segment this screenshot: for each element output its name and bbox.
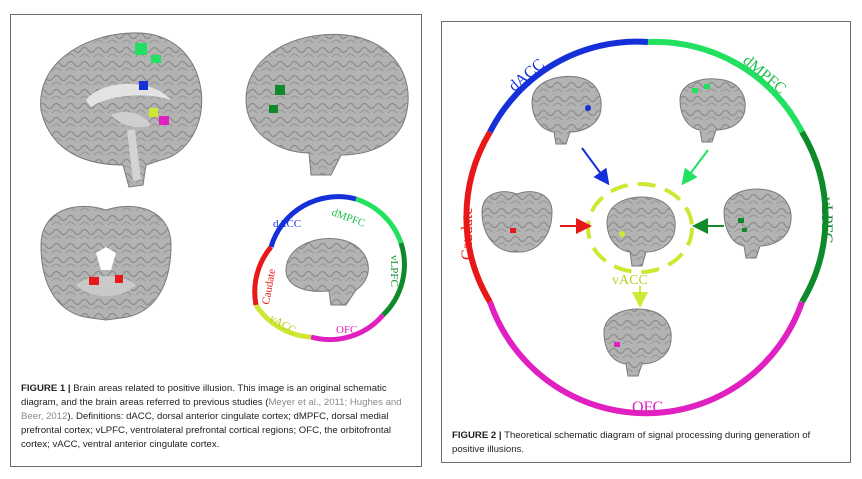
vlpfc-marker	[275, 85, 285, 95]
coronal-brain	[40, 205, 172, 321]
ring-label-ofc-2: OFC	[632, 399, 663, 416]
lateral-brain	[245, 33, 409, 176]
ring-label-dacc: dACC	[273, 218, 301, 230]
ofc-marker	[159, 116, 169, 125]
signal-ring	[463, 38, 829, 417]
brain-dmpfc	[679, 78, 746, 143]
ring-label-ofc: OFC	[336, 324, 357, 336]
arrow-dacc-to-vacc	[581, 147, 610, 186]
figure-2-illustration: dACC dMPFC vLPFC OFC Caudate	[459, 38, 835, 417]
brain-dacc	[531, 75, 602, 145]
figure-1-caption: FIGURE 1 | Brain areas related to positi…	[21, 382, 413, 452]
ring-label-vlpfc: vLPFC	[388, 255, 400, 287]
vacc-marker	[149, 108, 158, 117]
dmpfc-marker-medial-2	[151, 55, 161, 63]
figure-1-illustration: dACC dMPFC vLPFC OFC vACC Caudate	[40, 32, 409, 343]
sagittal-brain-medial	[40, 32, 203, 188]
figure-2-caption-text: Theoretical schematic diagram of signal …	[452, 430, 811, 455]
vlpfc-marker-2	[269, 105, 278, 113]
figure-1-caption-text-a: Brain areas related to positive illusion…	[21, 383, 387, 408]
ring-label-dmpfc: dMPFC	[330, 207, 367, 230]
brain-vlpfc	[723, 188, 792, 259]
dacc-marker	[139, 81, 148, 90]
figure-2-caption: FIGURE 2 | Theoretical schematic diagram…	[452, 429, 832, 457]
dmpfc-marker-medial	[135, 43, 147, 55]
brain-ofc	[603, 308, 672, 377]
arrow-dmpfc-to-vacc	[681, 149, 709, 186]
figure-1-caption-text-b: ). Definitions: dACC, dorsal anterior ci…	[21, 411, 392, 450]
ring-label-dmpfc-2: dMPFC	[739, 52, 789, 98]
ring-label-caudate: Caudate	[260, 268, 278, 306]
figure-2-label: FIGURE 2 |	[452, 430, 502, 441]
brain-vacc	[586, 182, 694, 274]
ring-label-vlpfc-2: vLPFC	[818, 197, 835, 243]
ring-legend	[252, 194, 407, 343]
ring-label-vacc-2: vACC	[612, 273, 648, 288]
caudate-marker-right	[115, 275, 123, 283]
figure-1-reference-link[interactable]: Meyer et al., 2011; Hughes and Beer, 201…	[21, 397, 402, 422]
ring-label-caudate-2: Caudate	[459, 208, 476, 260]
caudate-marker-left	[89, 277, 99, 285]
figure-1-label: FIGURE 1 |	[21, 383, 71, 394]
ring-label-vacc: vACC	[268, 312, 298, 336]
figure-2-panel: dACC dMPFC vLPFC OFC Caudate	[441, 21, 851, 463]
figure-1-panel: dACC dMPFC vLPFC OFC vACC Caudate FIGURE…	[10, 14, 422, 467]
brain-caudate	[481, 191, 553, 253]
